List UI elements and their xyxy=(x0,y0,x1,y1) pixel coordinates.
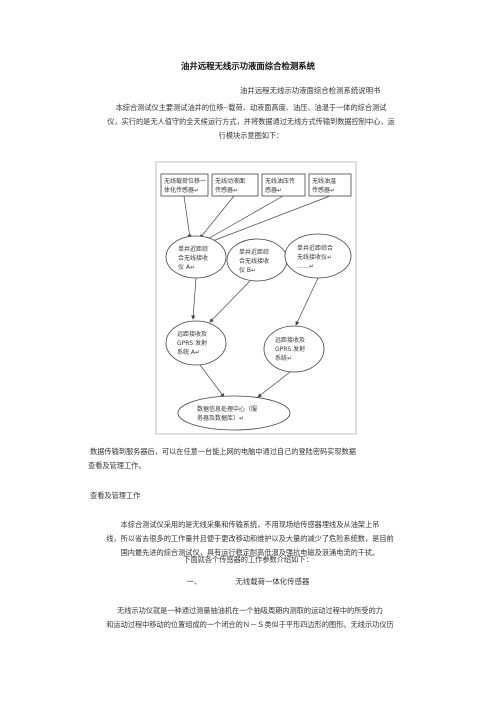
sensor-label-line: 传感器↵ xyxy=(215,186,238,194)
sensor-box-load-displacement: 无线载荷位移一 体化传感器↵ xyxy=(160,173,209,197)
receiver-label-line: ……↵ xyxy=(297,263,314,270)
sensor-box-fluid-level: 无线动液面 传感器↵ xyxy=(211,173,259,197)
paragraph-line: 线，所以省去很多的工作量并且便于更改移动和维护以及大量的减少了危险系统数，是目前 xyxy=(106,534,394,543)
receiver-node-a: 单井近距综 合无线接收 仪 A↵ xyxy=(165,235,227,279)
sensor-label-line: 无线油压传 xyxy=(265,177,295,185)
paragraph-line: 本综合测试仪采用的是无线采集和传输系统，不用现场给传感器埋线及从油架上吊 xyxy=(120,520,380,529)
relay-label-line: 远距接收及 xyxy=(177,330,207,338)
relay-label-line: 系统 A↵ xyxy=(177,348,200,356)
paragraph-line: 查看及管理工作。 xyxy=(88,461,146,470)
power-meter-paragraph: 无线示功仪就是一种通过测量抽油机在一个抽吸周期内测取的运动过程中的所受的力 和运… xyxy=(72,604,428,632)
receiver-label-line: 单井近距综合 xyxy=(297,244,333,252)
intro-line: 行模块示意图如下： xyxy=(218,131,284,140)
section-heading: 一、 无线载荷一体化传感器 xyxy=(0,576,496,587)
sensor-label-line: 体化传感器↵ xyxy=(164,186,199,194)
section-title: 无线载荷一体化传感器 xyxy=(235,577,310,586)
sensor-label-line: 传感器↵ xyxy=(312,186,335,194)
intro-line: 仪，实行的是无人值守的全天候运行方式，并将数据通过无线方式传输到数据控制中心，运 xyxy=(107,117,395,126)
relay-label-line: 远距接收及 xyxy=(275,336,305,344)
receiver-label-line: 合无线接收 xyxy=(178,254,208,262)
relay-label-line: GPRS 发射 xyxy=(177,339,207,347)
relay-node-a: 远距接收及 GPRS 发射 系统 A↵ xyxy=(165,320,227,366)
sensor-label-line: 无线油温 xyxy=(312,177,336,185)
sensor-box-oil-temperature: 无线油温 传感器↵ xyxy=(308,173,352,197)
receiver-label-line: 仪 A↵ xyxy=(178,264,195,271)
document-title: 油井远程无线示功液面综合检测系统 xyxy=(181,61,315,71)
relay-node-b: 远距接收及 GPRS 发射 系统↵ xyxy=(263,325,325,373)
intro-paragraph: 本综合测试仪主要测试油井的位移--载荷、动液面高度、油压、油温于一体的综合测试 … xyxy=(78,101,424,143)
diagram-frame xyxy=(155,161,357,435)
receiver-label-line: 合无线接收 xyxy=(239,257,269,265)
receiver-label-line: 单井近距综 xyxy=(239,248,269,256)
document-subtitle: 油井远程无线示功液面综合检测系统说明书 xyxy=(240,86,381,95)
view-manage-line: 查看及管理工作 xyxy=(90,491,141,500)
paragraph-line: 无线示功仪就是一种通过测量抽油机在一个抽吸周期内测取的运动过程中的所受的力 xyxy=(117,606,383,615)
receiver-node-b: 单井近距综 合无线接收 仪 B↵ xyxy=(226,238,288,282)
sensor-label-line: 无线载荷位移一 xyxy=(164,177,206,185)
receiver-label-line: 无线接收仪↵ xyxy=(297,253,332,261)
sensor-intro-line: 下面就各个传感器的工作参数介绍如下： xyxy=(183,555,313,564)
relay-label-line: GPRS 发射 xyxy=(275,345,305,353)
center-label-line: 务器及数据库）↵ xyxy=(197,414,244,422)
features-paragraph: 本综合测试仪采用的是无线采集和传输系统，不用现场给传感器埋线及从油架上吊 线，所… xyxy=(72,518,428,560)
relay-label-line: 系统↵ xyxy=(275,354,292,362)
data-center-node: 数据信息处理中心（服 务器及数据库）↵ xyxy=(177,395,291,431)
receiver-label-line: 仪 B↵ xyxy=(239,267,256,274)
paragraph-line: 数据传输到服务器后，可以在任意一台能上网的电脑中通过自己的登陆密码实现数据 xyxy=(90,447,356,456)
intro-line: 本综合测试仪主要测试油井的位移--载荷、动液面高度、油压、油温于一体的综合测试 xyxy=(115,103,387,112)
data-transfer-paragraph: 数据传输到服务器后，可以在任意一台能上网的电脑中通过自己的登陆密码实现数据 查看… xyxy=(88,445,430,473)
sensor-label-line: 感器↵ xyxy=(265,186,282,194)
receiver-node-more: 单井近距综合 无线接收仪↵ ……↵ xyxy=(284,233,352,279)
paragraph-line: 国内最先进的综合测试仪，具有运行稳定耐高低温及强抗电磁及浪涌电流的干扰。 xyxy=(120,548,380,557)
center-label-line: 数据信息处理中心（服 xyxy=(197,405,257,413)
section-number: 一、 xyxy=(186,577,202,586)
receiver-label-line: 单井近距综 xyxy=(178,245,208,253)
paragraph-line: 和运动过程中移动的位置组成的一个闭合的Ｎ－Ｓ类似于平形四边形的图形。无线示功仪历 xyxy=(106,620,394,629)
sensor-box-oil-pressure: 无线油压传 感器↵ xyxy=(261,173,306,197)
sensor-label-line: 无线动液面 xyxy=(215,177,245,185)
